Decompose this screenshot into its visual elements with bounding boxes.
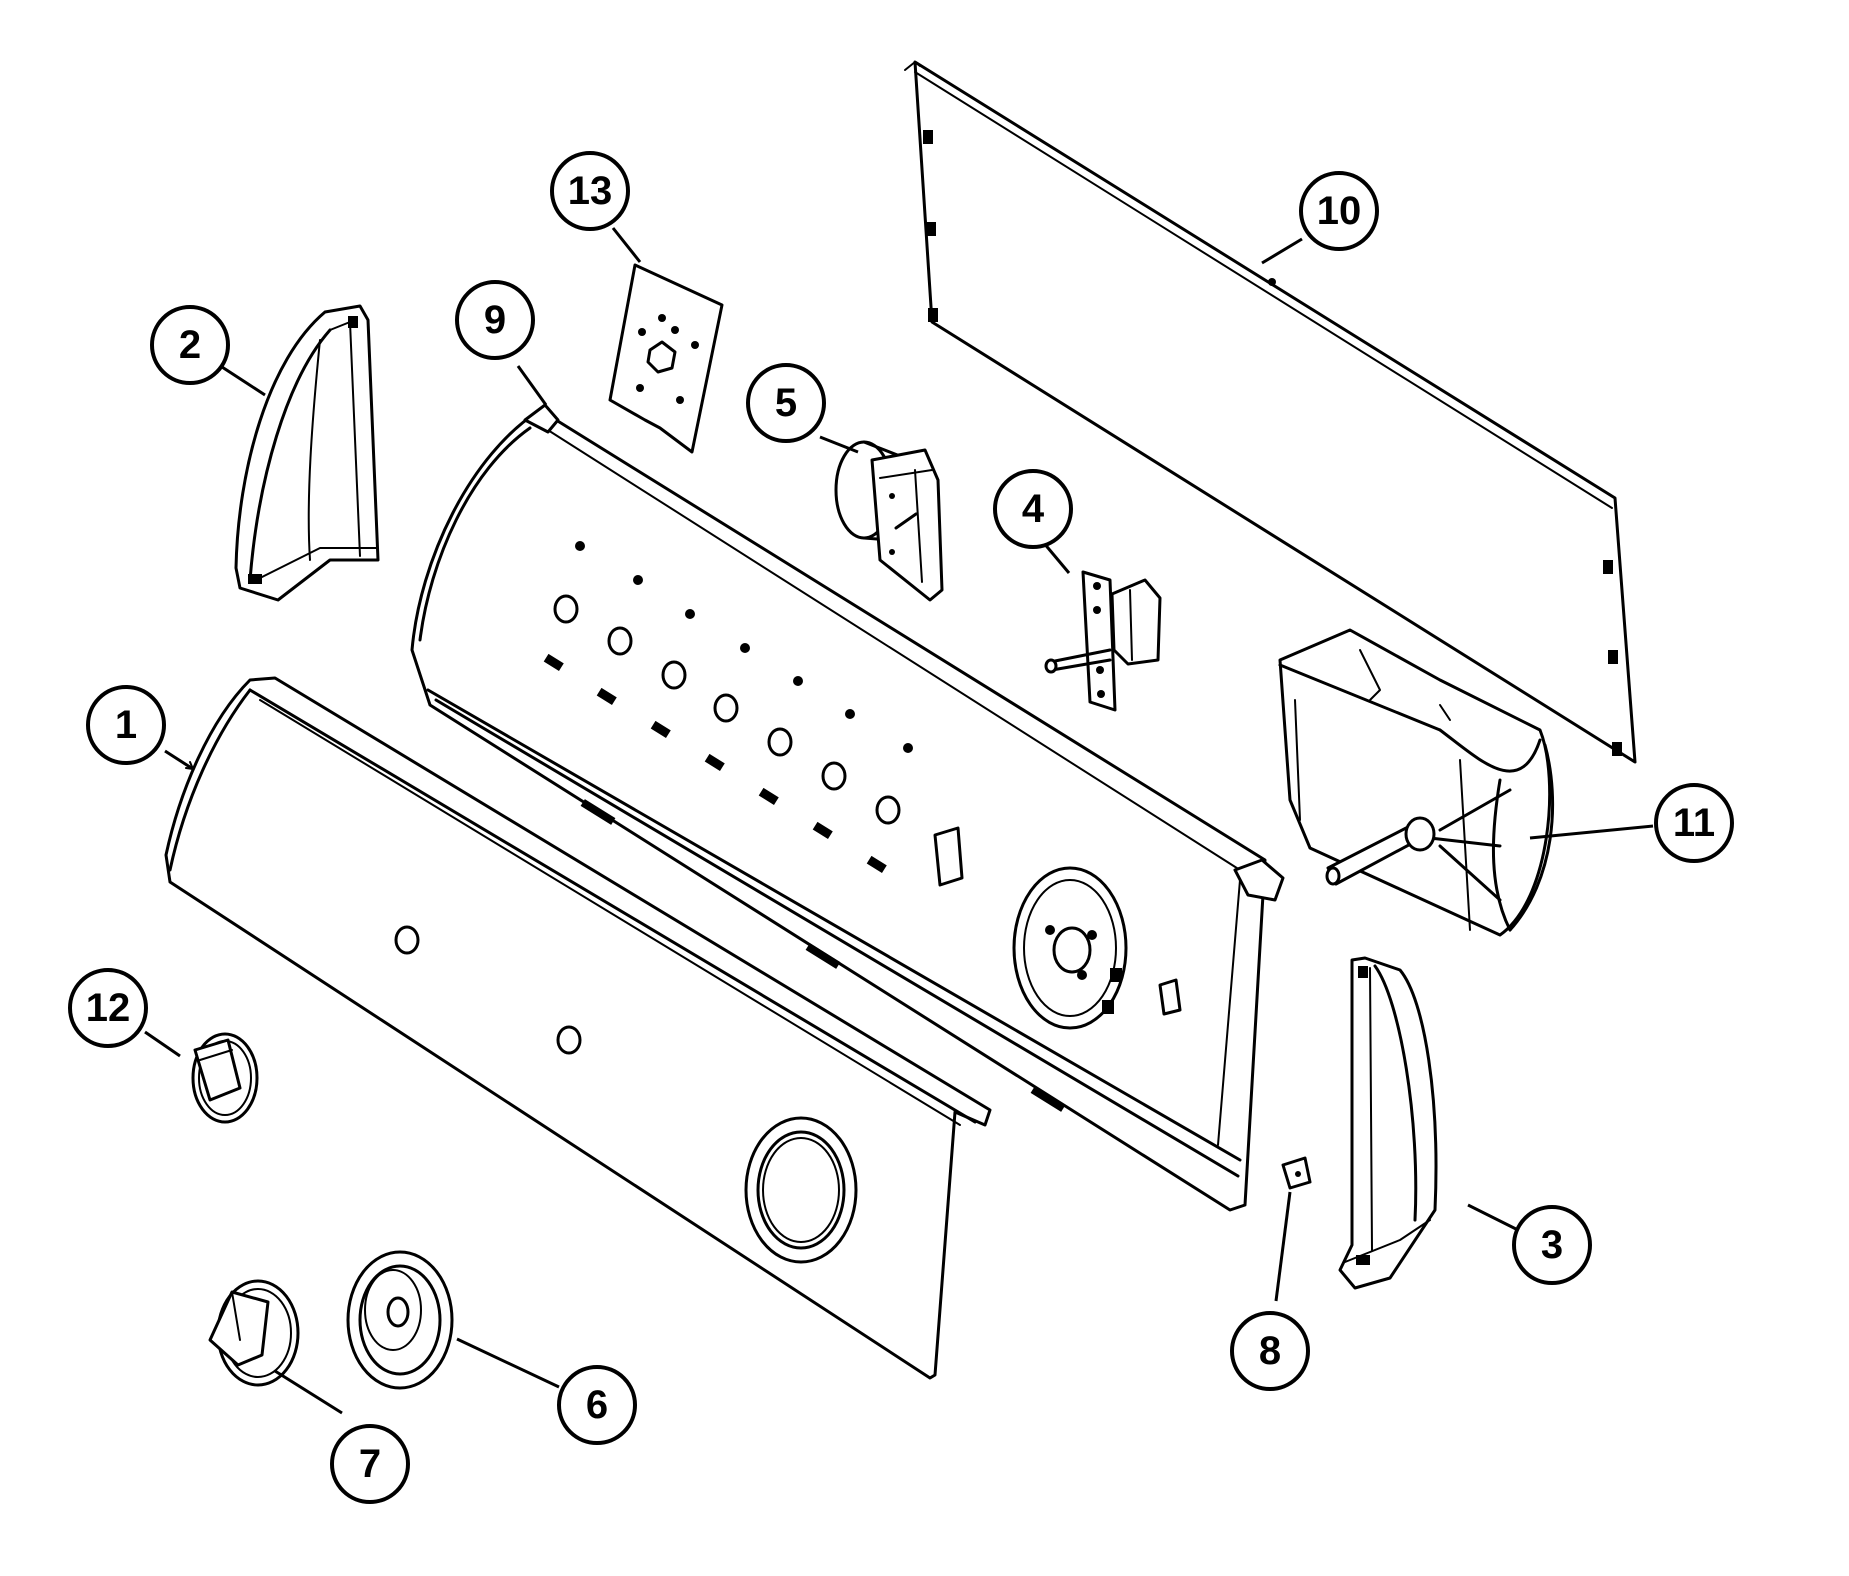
callout-3-label: 3 xyxy=(1541,1223,1563,1267)
callout-12-label: 12 xyxy=(86,986,131,1030)
part-8-clip xyxy=(1281,1156,1312,1190)
callout-12: 12 xyxy=(68,968,148,1048)
callout-9: 9 xyxy=(455,280,535,360)
callout-2-label: 2 xyxy=(179,323,201,367)
callout-3: 3 xyxy=(1512,1205,1592,1285)
part-9-control-console xyxy=(410,403,1285,1212)
callout-10-label: 10 xyxy=(1317,189,1362,233)
part-5-timer-motor xyxy=(834,440,944,602)
part-4-switch xyxy=(1044,570,1162,712)
callout-6-label: 6 xyxy=(586,1383,608,1427)
part-3-right-end-cap xyxy=(1338,956,1438,1290)
part-10-rear-panel xyxy=(904,60,1637,764)
callout-8-label: 8 xyxy=(1259,1329,1281,1373)
callout-7-label: 7 xyxy=(359,1442,381,1486)
callout-2: 2 xyxy=(150,305,230,385)
leader-lines xyxy=(144,227,1654,1415)
part-11-housing xyxy=(1278,628,1555,937)
part-7-knob xyxy=(208,1279,300,1387)
callout-6: 6 xyxy=(557,1365,637,1445)
callout-5-label: 5 xyxy=(775,381,797,425)
callout-4-label: 4 xyxy=(1022,487,1045,531)
callout-7: 7 xyxy=(330,1424,410,1504)
callout-11: 11 xyxy=(1654,783,1734,863)
part-12-knob xyxy=(191,1032,259,1124)
callout-8: 8 xyxy=(1230,1311,1310,1391)
callout-9-label: 9 xyxy=(484,298,506,342)
callout-1: 1 xyxy=(86,685,166,765)
part-6-bezel xyxy=(346,1250,454,1390)
part-13-bracket-plate xyxy=(608,263,724,454)
callout-4: 4 xyxy=(993,469,1073,549)
callout-1-label: 1 xyxy=(115,703,137,747)
callout-5: 5 xyxy=(746,363,826,443)
part-1-front-panel xyxy=(164,676,992,1380)
callout-13-label: 13 xyxy=(568,169,613,213)
callout-11-label: 11 xyxy=(1673,801,1715,845)
callout-10: 10 xyxy=(1299,171,1379,251)
part-2-left-end-cap xyxy=(234,304,380,602)
callout-13: 13 xyxy=(550,151,630,231)
